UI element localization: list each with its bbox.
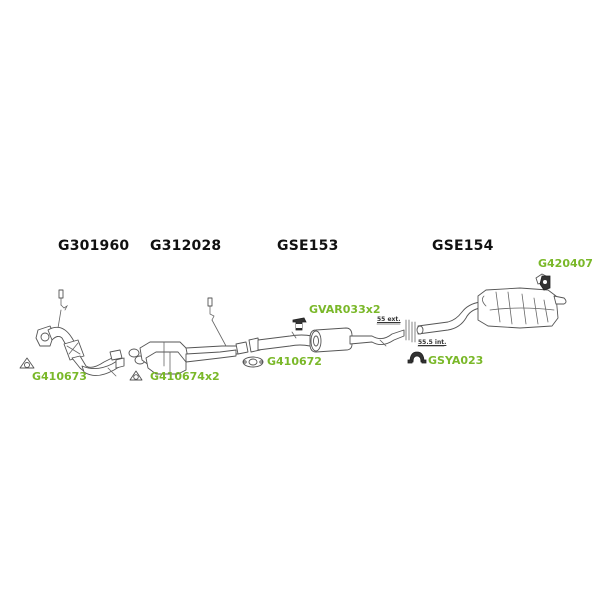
- accessory-label-gasket-front[interactable]: G410673: [32, 370, 87, 383]
- part-number-front-pipe[interactable]: G301960: [58, 238, 130, 254]
- accessory-label-gasket-cat[interactable]: G410674x2: [150, 370, 220, 383]
- rubber-hanger-icon[interactable]: [535, 273, 551, 291]
- triangle-gasket-icon[interactable]: [129, 370, 143, 381]
- clamp-icon[interactable]: [407, 351, 427, 364]
- center-silencer-drawing[interactable]: [248, 319, 410, 353]
- triangle-gasket-icon[interactable]: [19, 357, 35, 369]
- oval-gasket-icon[interactable]: [242, 356, 264, 368]
- accessory-label-rubber-mount-center[interactable]: GVAR033x2: [309, 303, 381, 316]
- accessory-label-gasket-mid[interactable]: G410672: [267, 355, 322, 368]
- part-number-catalytic-converter[interactable]: G312028: [150, 238, 222, 254]
- part-number-rear-silencer[interactable]: GSE154: [432, 238, 494, 254]
- catalytic-converter-drawing[interactable]: [128, 297, 249, 375]
- accessory-label-rubber-mount-rear[interactable]: G420407: [538, 257, 593, 270]
- part-number-center-silencer[interactable]: GSE153: [277, 238, 339, 254]
- rear-silencer-drawing[interactable]: [411, 287, 567, 343]
- rubber-mount-icon[interactable]: [292, 317, 307, 331]
- accessory-label-clamp[interactable]: GSYA023: [428, 354, 484, 367]
- dimension-external: 55 ext.: [377, 316, 401, 323]
- dimension-internal: 55.5 int.: [418, 339, 447, 346]
- front-pipe-drawing[interactable]: [35, 289, 125, 377]
